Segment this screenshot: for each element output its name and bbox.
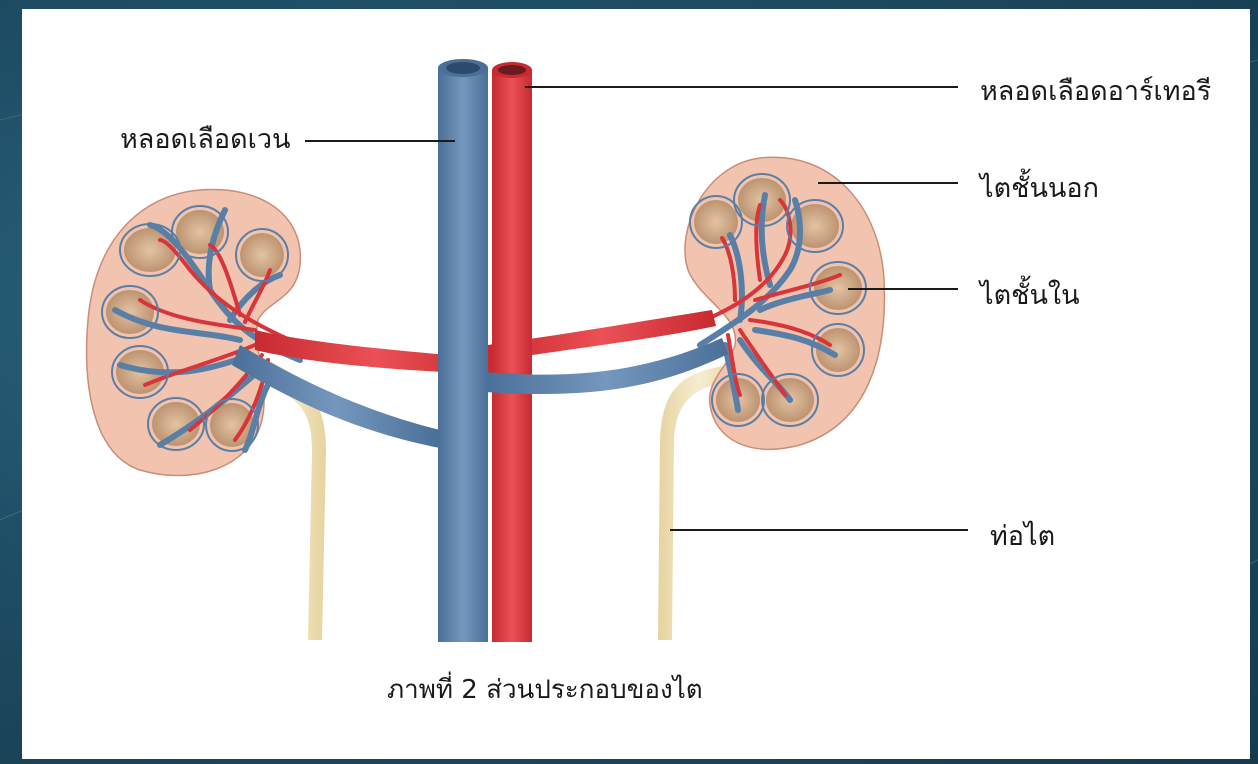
left-kidney	[87, 189, 301, 475]
label-medulla: ไตชั้นใน	[980, 282, 1080, 309]
figure-caption: ภาพที่ 2 ส่วนประกอบของไต	[387, 677, 703, 703]
label-vein: หลอดเลือดเวน	[120, 126, 290, 153]
aorta	[492, 62, 532, 642]
right-kidney	[685, 157, 884, 449]
label-artery: หลอดเลือดอาร์เทอรี	[980, 78, 1211, 105]
label-ureter: ท่อไต	[990, 523, 1055, 550]
vena-cava	[438, 59, 488, 642]
diagram-panel: หลอดเลือดเวน หลอดเลือดอาร์เทอรี ไตชั้นนอ…	[22, 9, 1250, 759]
label-cortex: ไตชั้นนอก	[980, 175, 1099, 202]
kidney-diagram	[22, 9, 1250, 759]
